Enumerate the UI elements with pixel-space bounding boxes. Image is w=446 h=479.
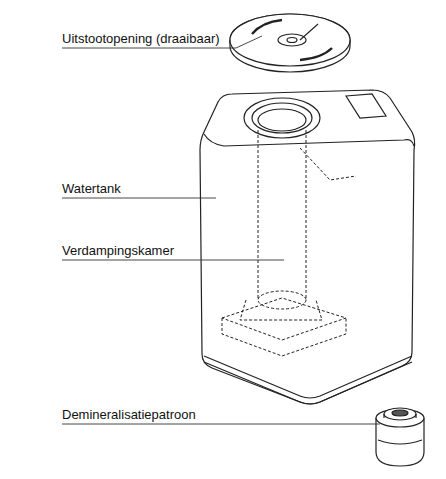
- part-label: Verdampingskamer: [62, 243, 174, 258]
- part-label: Watertank: [62, 181, 121, 196]
- leader-lines: [62, 36, 380, 424]
- part-label: Uitstootopening (draaibaar): [62, 31, 220, 46]
- water-tank: [200, 90, 415, 404]
- demineralisation-cartridge: [376, 408, 424, 466]
- nozzle-cap: [230, 14, 350, 72]
- part-label: Demineralisatiepatroon: [62, 407, 196, 422]
